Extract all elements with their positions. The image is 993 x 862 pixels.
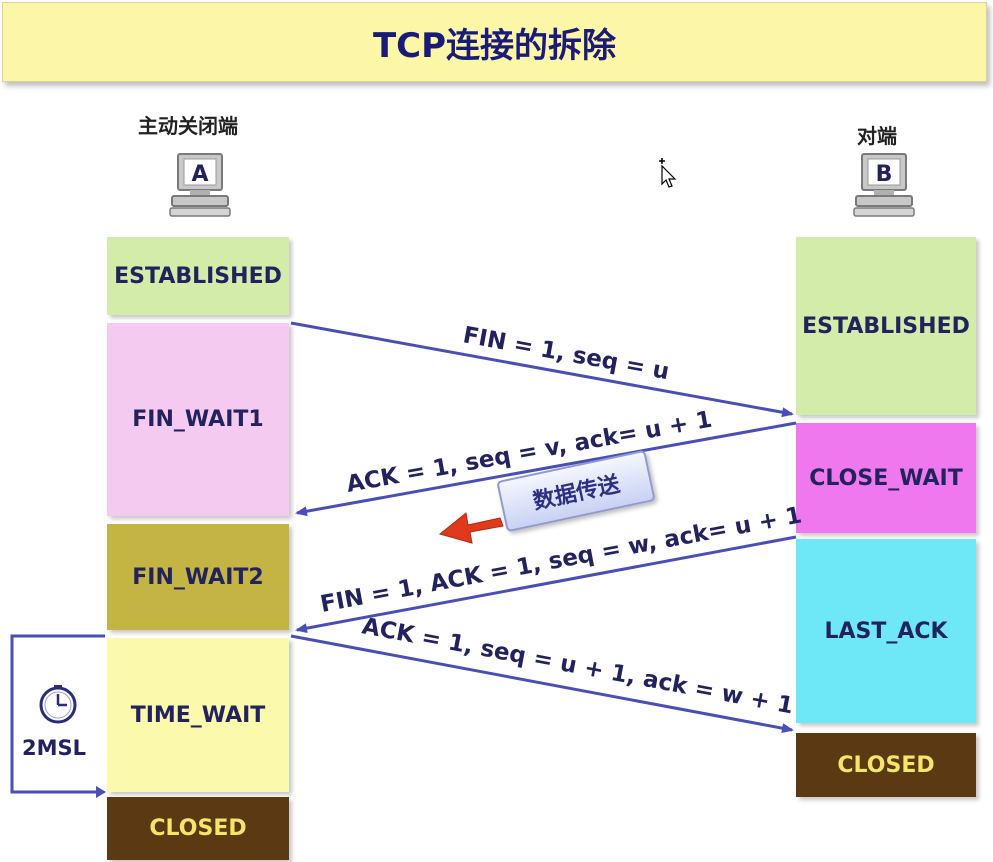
data-transfer-arrow [438,512,504,544]
host-a-role-label: 主动关闭端 [138,114,238,138]
time-wait-loop-arrowhead [96,786,106,798]
a-state-established: ESTABLISHED [107,237,289,315]
clock-icon [39,685,77,724]
b-state-closed: CLOSED [796,733,976,797]
final-ack-arrow-a-to-b [290,634,794,734]
a-state-fin-wait2: FIN_WAIT2 [107,524,289,630]
b-state-last-ack: LAST_ACK [796,539,976,723]
a-state-fin-wait1: FIN_WAIT1 [107,323,289,516]
host-b-letter: B [876,162,893,187]
host-b-role-label: 对端 [857,124,897,148]
title-banner: TCP连接的拆除 [2,2,987,82]
page-title: TCP连接的拆除 [372,25,617,66]
fin-ack-arrow-b-to-a [295,535,797,634]
msg-final-ack: ACK = 1, seq = u + 1, ack = w + 1 [360,613,796,719]
time-wait-loop [10,634,105,794]
b-state-established: ESTABLISHED [796,237,976,415]
mouse-cursor-icon [659,158,677,188]
host-a-letter: A [191,162,208,187]
host-a-computer-icon: A [169,153,231,217]
timer-label: 2MSL [22,736,87,760]
fin-arrow-a-to-b [290,321,794,418]
msg-fin: FIN = 1, seq = u [461,322,671,385]
ack-arrow-b-to-a [295,421,797,517]
a-state-time-wait: TIME_WAIT [107,638,289,792]
a-state-closed: CLOSED [107,797,289,860]
b-state-close-wait: CLOSE_WAIT [796,423,976,533]
host-b-computer-icon: B [853,153,915,217]
